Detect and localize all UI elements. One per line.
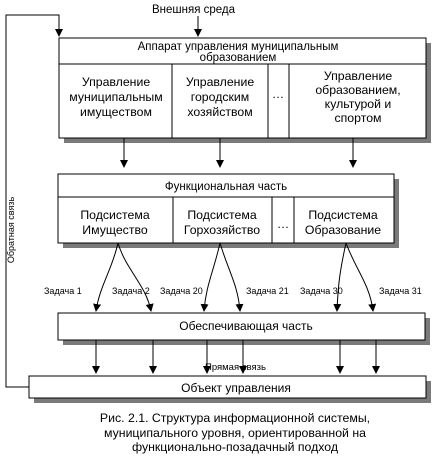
support-title: Обеспечивающая часть	[179, 319, 312, 333]
direct-link-label: Прямая связь	[205, 362, 266, 373]
subsystem-property-line1: Подсистема	[80, 208, 150, 222]
task-label-31: Задача 31	[379, 286, 422, 296]
branch-task-2	[117, 242, 154, 312]
dept-property-line1: Управление	[82, 75, 151, 89]
branch-task-1	[93, 242, 119, 312]
functional-ellipsis: …	[277, 217, 289, 231]
admin-title-line1: Аппарат управления муниципальным	[138, 41, 339, 53]
admin-box: Аппарат управления муниципальным образов…	[58, 37, 431, 143]
functional-title: Функциональная часть	[165, 181, 287, 193]
admin-ellipsis: …	[272, 87, 284, 101]
branch-task-21	[219, 242, 244, 312]
task-label-30: Задача 30	[300, 286, 343, 296]
dept-education-line4: спортом	[334, 111, 381, 125]
dept-utilities-line2: городским	[191, 90, 250, 104]
task-label-21: Задача 21	[246, 286, 289, 296]
object-box: Объект управления	[28, 375, 431, 403]
dept-education-line2: образованием,	[315, 83, 400, 97]
structure-diagram: Внешняя среда Аппарат управления муницип…	[5, 4, 431, 403]
object-title: Объект управления	[181, 381, 291, 395]
branch-task-20	[200, 242, 221, 312]
branch-task-30	[333, 242, 347, 312]
support-box: Обеспечивающая часть	[57, 312, 430, 345]
branch-task-31	[345, 242, 377, 312]
task-label-1: Задача 1	[44, 286, 82, 296]
feedback-label: Обратная связь	[6, 197, 16, 264]
task-branches	[93, 242, 377, 312]
dept-property-line3: имуществом	[80, 105, 152, 119]
dept-education-line1: Управление	[324, 69, 393, 83]
subsystem-utilities-line1: Подсистема	[187, 208, 257, 222]
dept-utilities-line1: Управление	[186, 75, 255, 89]
subsystem-utilities-line2: Горхозяйство	[184, 223, 260, 237]
subsystem-property-line2: Имущество	[82, 223, 148, 237]
caption-line2: муниципального уровня, ориентированной н…	[104, 425, 366, 440]
external-env-label: Внешняя среда	[152, 4, 236, 16]
subsystem-education-line1: Подсистема	[308, 208, 378, 222]
task-label-20: Задача 20	[160, 286, 203, 296]
figure-caption: Рис. 2.1. Структура информационной систе…	[28, 411, 442, 455]
caption-line3: функционально-позадачный подход	[131, 440, 339, 455]
dept-utilities-line3: хозяйством	[187, 105, 252, 119]
functional-box: Функциональная часть Подсистема Имуществ…	[57, 173, 399, 248]
caption-line1: Рис. 2.1. Структура информационной систе…	[99, 411, 371, 425]
task-label-2: Задача 2	[112, 286, 150, 296]
dept-education-line3: культурой и	[325, 97, 392, 111]
subsystem-education-line2: Образование	[305, 223, 381, 237]
dept-property-line2: муниципальным	[69, 90, 162, 104]
admin-title-line2: образованием	[200, 52, 277, 64]
feedback-loop-line	[5, 14, 63, 388]
